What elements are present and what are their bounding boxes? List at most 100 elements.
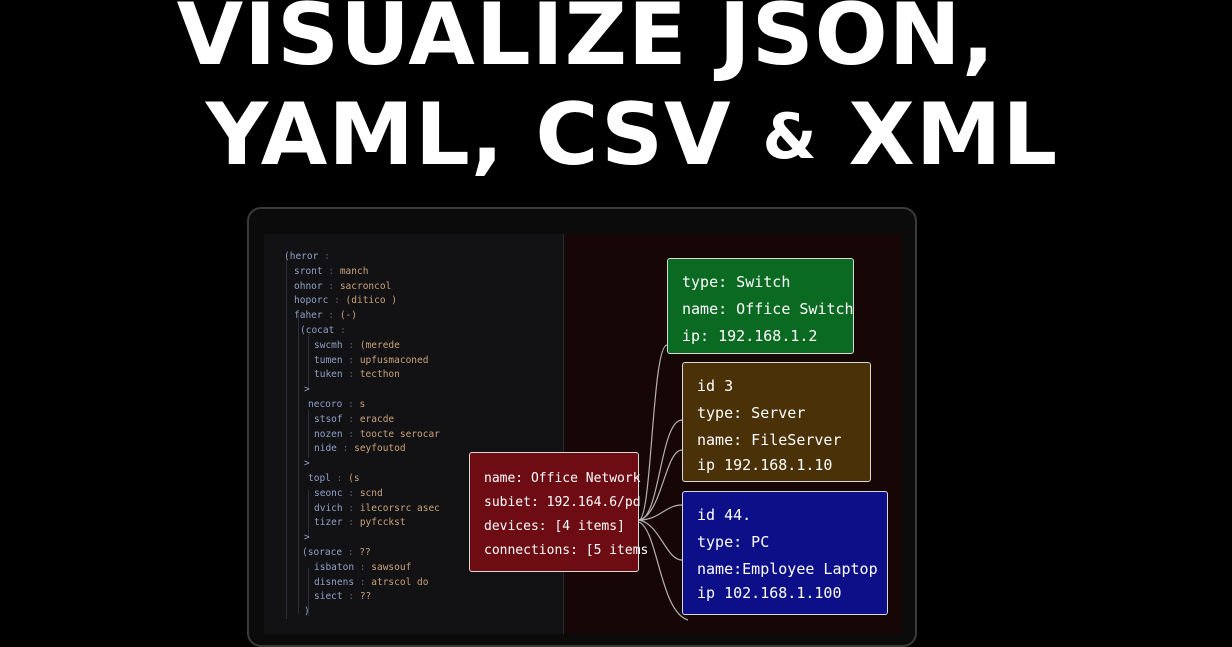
headline-line-2: YAML, CSV & XML <box>32 92 1232 178</box>
code-line: disnens : atrscol do <box>314 576 429 588</box>
code-value: sacroncol <box>339 280 392 292</box>
code-separator: : <box>348 502 355 514</box>
code-separator: : <box>348 354 355 366</box>
headline-line-1: VISUALIZE JSON, <box>176 0 996 85</box>
code-key: > <box>304 532 310 544</box>
code-line: siect : ?? <box>314 592 371 602</box>
code-key: hoporc <box>294 295 329 307</box>
code-line: isbaton : sawsouf <box>314 563 411 573</box>
code-value: (ditico ) <box>345 295 398 307</box>
code-separator: : <box>348 399 354 410</box>
node-row: devices: [4 items] <box>484 519 625 534</box>
indent-guide <box>308 334 309 388</box>
code-separator: : <box>348 428 355 440</box>
code-value: manch <box>339 265 369 277</box>
code-editor-panel[interactable]: (heror : sront : manch ohnor : sacroncol h… <box>264 234 564 634</box>
node-row: type: Switch <box>682 273 791 291</box>
code-line: hoporc : (ditico ) <box>294 296 397 306</box>
node-office-network[interactable]: name: Office Network subiet: 192.164.6/p… <box>469 452 648 572</box>
headline-xml: XML <box>817 85 1059 185</box>
node-row: ip 102.168.1.100 <box>697 584 842 602</box>
code-value: scnd <box>359 487 383 499</box>
indent-guide <box>308 410 309 458</box>
indent-guide <box>308 568 309 616</box>
code-key: seonc <box>314 487 343 499</box>
code-value: seyfoutod <box>354 443 406 455</box>
node-row: name: Office Switch <box>682 300 854 318</box>
code-key: tuken <box>314 369 343 381</box>
code-line: > <box>304 459 310 469</box>
code-separator: : <box>359 561 366 573</box>
node-row: id 3 <box>697 377 734 395</box>
indent-guide <box>286 254 287 619</box>
code-value: atrscol do <box>371 576 429 588</box>
code-key: (heror <box>284 251 319 262</box>
code-key: sront <box>294 265 323 277</box>
code-line: stsof : eracde <box>314 415 394 425</box>
code-key: tumen <box>314 354 343 366</box>
code-key: > <box>304 384 310 396</box>
code-value: s <box>359 399 366 410</box>
code-value: tecthon <box>359 369 400 381</box>
code-key: dvich <box>314 502 343 514</box>
node-row: subiet: 192.164.6/pd <box>484 495 641 510</box>
code-line: faher : (-) <box>294 311 357 321</box>
code-value: (s <box>348 473 360 484</box>
code-key: tizer <box>314 517 343 529</box>
headline-yaml-csv: YAML, CSV <box>205 85 763 185</box>
code-value: pyfcckst <box>359 517 406 529</box>
code-line: ohnor : sacroncol <box>294 280 392 292</box>
code-separator: : <box>348 369 355 381</box>
code-line: > <box>304 533 310 543</box>
code-separator: : <box>340 325 346 336</box>
code-key: (sorace <box>302 547 343 558</box>
code-value: (-) <box>339 310 357 322</box>
code-line: nide : seyfoutod <box>314 444 406 454</box>
indent-guide <box>298 314 299 614</box>
code-value: (merede <box>359 339 400 351</box>
node-switch[interactable]: type: Switch name: Office Switch ip: 192… <box>667 258 854 354</box>
node-row: name:Employee Laptop <box>697 560 878 578</box>
code-line: swcmh : (merede <box>314 341 400 351</box>
node-row: name: FileServer <box>697 431 842 449</box>
code-value: eracde <box>359 413 395 425</box>
code-key: topl <box>308 473 331 484</box>
code-separator: : <box>328 280 335 292</box>
code-separator: : <box>334 295 340 307</box>
node-pc[interactable]: id 44. type: PC name:Employee Laptop ip … <box>682 491 888 615</box>
code-separator: : <box>328 265 335 277</box>
node-row: id 44. <box>697 506 752 524</box>
code-value: ?? <box>359 591 372 603</box>
indent-guide <box>308 490 309 538</box>
code-key: disnens <box>314 576 355 588</box>
code-separator: : <box>348 413 355 425</box>
code-line: seonc : scnd <box>314 489 383 499</box>
code-separator: : <box>348 487 355 499</box>
code-key: ) <box>304 606 310 618</box>
code-key: nozen <box>314 428 343 440</box>
code-key: necoro <box>308 399 343 410</box>
code-line: topl : (s <box>308 474 360 484</box>
code-separator: : <box>347 547 354 558</box>
node-row: type: PC <box>697 533 770 551</box>
code-line: > <box>304 385 310 395</box>
code-value: ilecorsrc asec <box>359 502 440 514</box>
code-line: (heror : <box>284 252 330 262</box>
code-line: sront : manch <box>294 267 368 277</box>
code-line: dvich : ilecorsrc asec <box>314 502 440 514</box>
code-key: swcmh <box>314 339 343 351</box>
code-separator: : <box>336 473 343 484</box>
code-line: ) <box>304 607 310 617</box>
code-line: tizer : pyfcckst <box>314 518 406 528</box>
code-key: (cocat <box>300 325 335 336</box>
node-server[interactable]: id 3 type: Server name: FileServer ip 19… <box>682 362 871 482</box>
node-row: name: Office Network <box>484 471 641 486</box>
code-key: isbaton <box>314 561 355 573</box>
code-line: tumen : upfusmaconed <box>314 354 428 366</box>
code-separator: : <box>348 591 355 603</box>
code-line: nozen : toocte serocar <box>314 428 440 440</box>
code-key: stsof <box>314 413 343 425</box>
code-key: faher <box>294 310 323 322</box>
code-line: tuken : tecthon <box>314 370 400 380</box>
code-separator: : <box>324 251 330 262</box>
